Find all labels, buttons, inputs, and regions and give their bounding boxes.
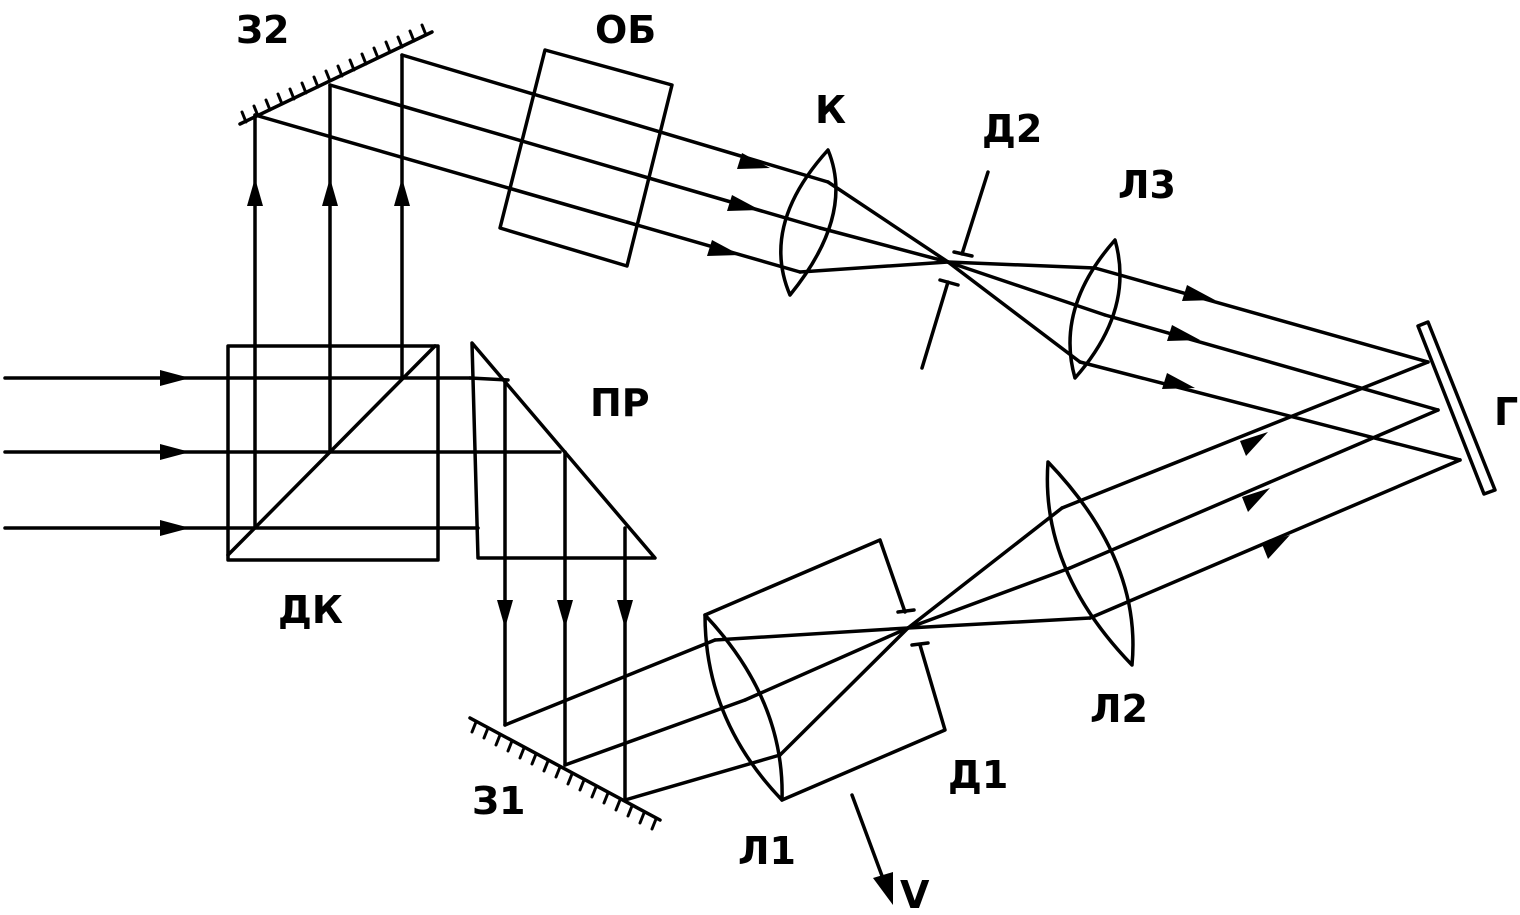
velocity-arrow	[850, 793, 893, 905]
lens-collimator	[779, 148, 838, 297]
input-beams	[3, 370, 562, 536]
lens-2	[1045, 460, 1135, 667]
upper-beams	[253, 53, 830, 274]
lower-beams	[503, 638, 782, 802]
label-grating: Г	[1494, 390, 1518, 434]
diaphragm-1	[703, 538, 947, 802]
lens-3	[1068, 238, 1122, 380]
beams-to-grating-upper	[1078, 266, 1462, 462]
label-diaphragm-1: Д1	[948, 753, 1008, 797]
upward-beams	[247, 53, 410, 530]
diffraction-grating	[1416, 320, 1497, 496]
label-velocity: V	[900, 873, 930, 915]
beams-to-grating-lower	[1060, 360, 1462, 620]
label-mirror-2: З2	[236, 8, 289, 52]
label-lens-3: Л3	[1118, 163, 1176, 207]
label-collimator: К	[815, 88, 846, 132]
mirror-2	[238, 23, 434, 126]
label-lens-2: Л2	[1090, 687, 1148, 731]
beams-through-d2	[798, 180, 1107, 364]
label-diaphragm-2: Д2	[982, 107, 1042, 151]
objective-block	[498, 48, 674, 268]
diaphragm-2	[920, 170, 990, 370]
mirror-1	[468, 716, 662, 831]
label-beamsplitter: ДК	[278, 588, 343, 632]
beams-through-d1	[713, 506, 1092, 757]
label-mirror-1: З1	[472, 779, 525, 823]
label-objective: ОБ	[595, 8, 656, 52]
label-prism: ПР	[590, 381, 650, 425]
label-lens-1: Л1	[738, 829, 796, 873]
downward-beams	[468, 376, 633, 802]
